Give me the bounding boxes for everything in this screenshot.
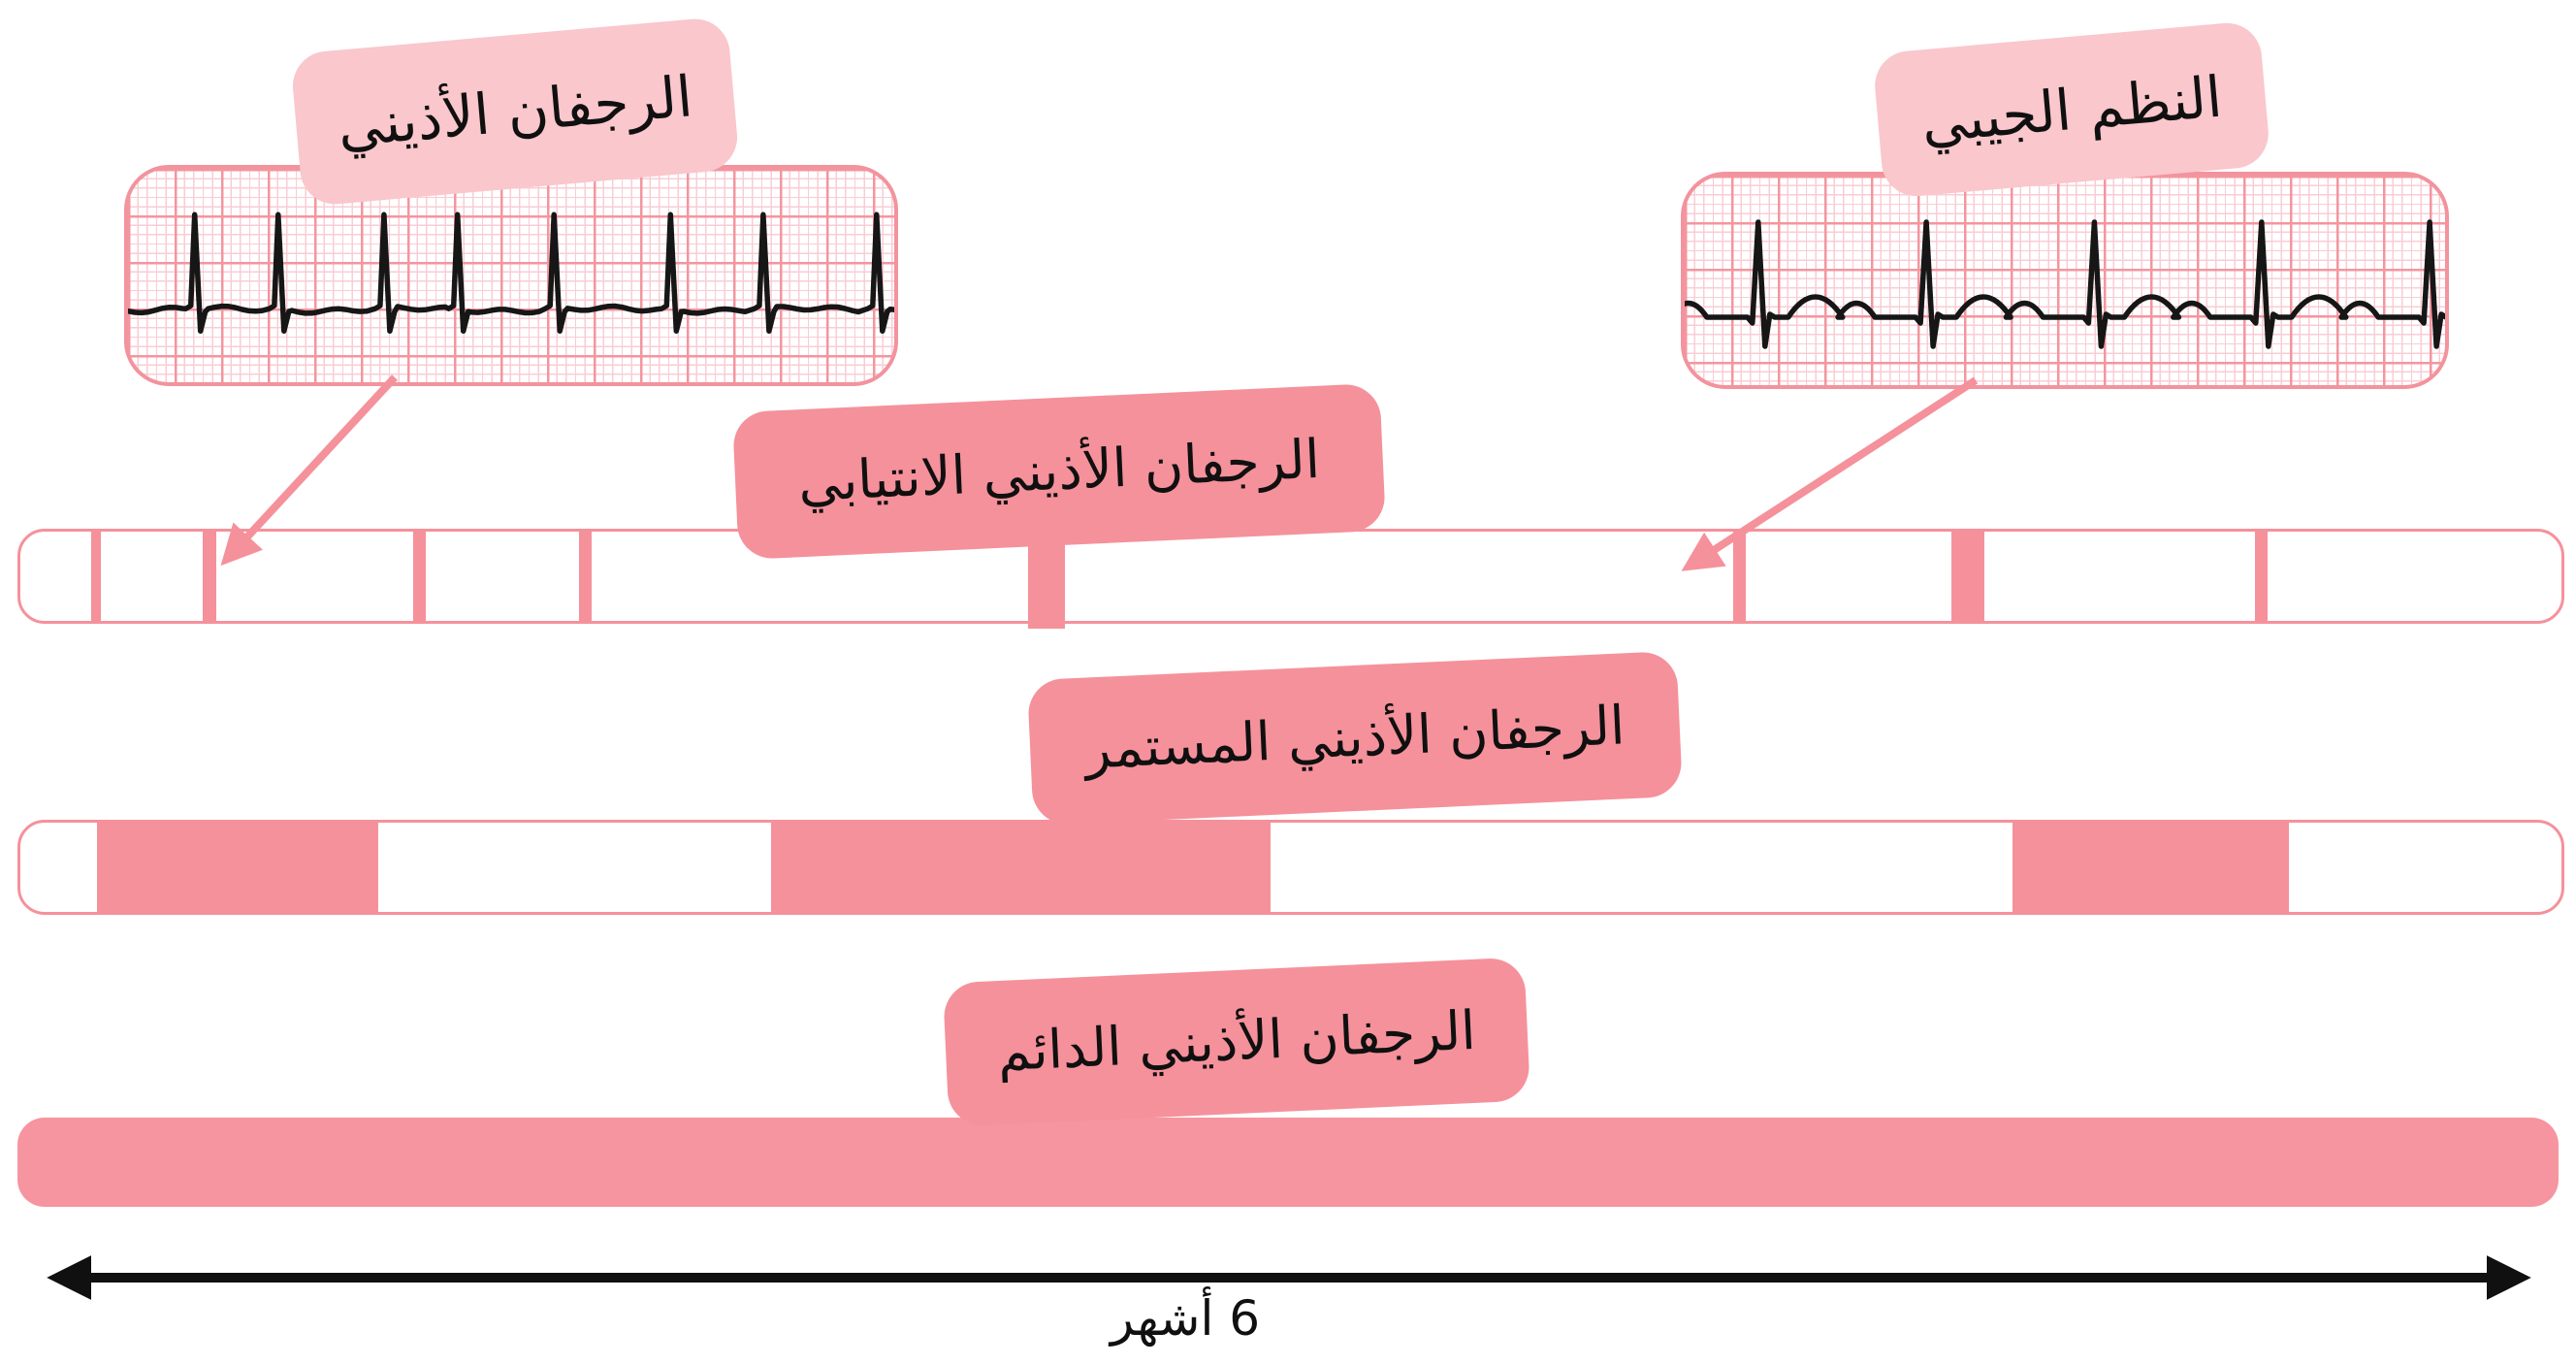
episode-mark	[2255, 532, 2268, 621]
callout-paroxysmal-label: الرجفان الأذيني الانتيابي	[731, 382, 1387, 561]
episode-mark	[91, 532, 101, 621]
ecg-strip-sinus	[1681, 172, 2449, 389]
episode-mark	[1733, 532, 1746, 621]
timeline-bar-paroxysmal	[17, 529, 2564, 624]
timeline-bar-permanent	[17, 1118, 2559, 1207]
callout-persistent-label: الرجفان الأذيني المستمر	[1026, 650, 1684, 827]
sinus-label-text: النظم الجيبي	[1918, 63, 2225, 155]
episode-mark	[97, 823, 378, 912]
afib-label-text: الرجفان الأذيني	[335, 62, 695, 160]
episode-mark	[413, 532, 426, 621]
callout-permanent-label: الرجفان الأذيني الدائم	[942, 957, 1531, 1127]
ecg-trace-afib	[128, 211, 894, 334]
ecg-trace-sinus	[1685, 219, 2445, 349]
paroxysmal-episodes-layer	[20, 532, 2561, 621]
episode-mark	[771, 823, 1271, 912]
episode-mark	[203, 532, 216, 621]
episode-mark	[579, 532, 592, 621]
persistent-episodes-layer	[20, 823, 2561, 912]
persistent-label-text: الرجفان الأذيني المستمر	[1083, 694, 1626, 781]
timeline-bar-persistent	[17, 820, 2564, 915]
permanent-label-text: الرجفان الأذيني الدائم	[996, 998, 1477, 1084]
paroxysmal-label-text: الرجفان الأذيني الانتيابي	[796, 427, 1322, 514]
ecg-strip-afib	[124, 165, 898, 386]
time-axis-caption: 6 أشهر	[1110, 1290, 1261, 1347]
episode-mark	[1951, 532, 1984, 621]
episode-mark	[2012, 823, 2289, 912]
